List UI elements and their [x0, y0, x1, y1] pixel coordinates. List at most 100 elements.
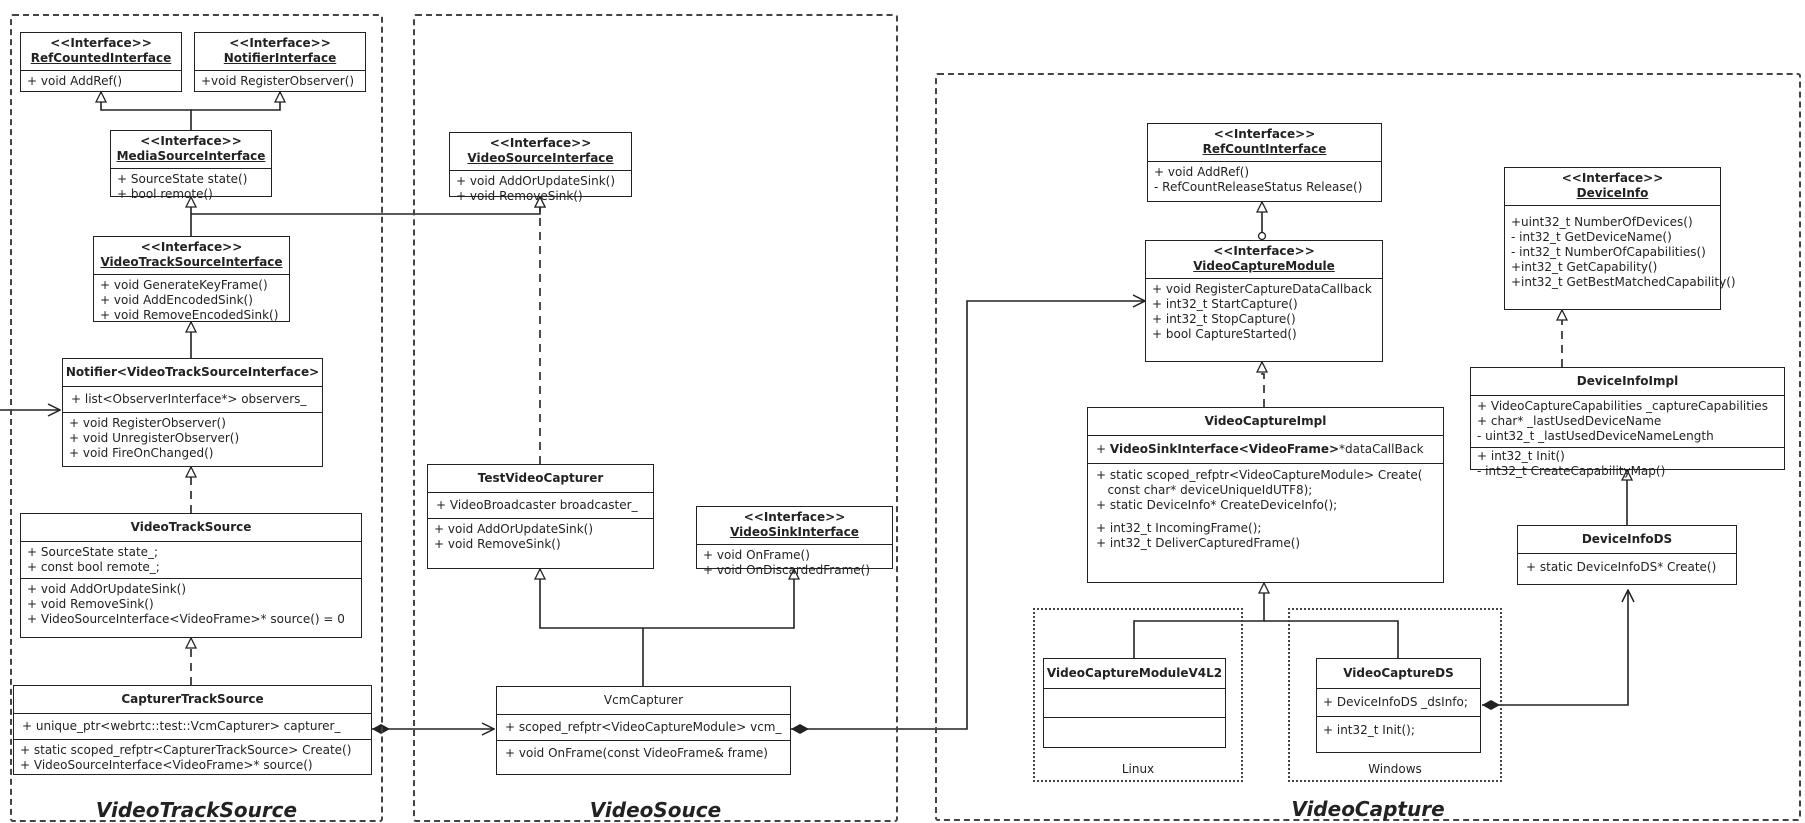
- class-name: DeviceInfoDS: [1581, 532, 1673, 546]
- method: + void AddRef(): [27, 74, 123, 88]
- class-media-source-interface: <<Interface>>MediaSourceInterface + Sour…: [110, 130, 272, 201]
- class-device-info-impl: DeviceInfoImpl + VideoCaptureCapabilitie…: [1470, 367, 1785, 478]
- method: + void RemoveSink(): [456, 189, 583, 203]
- stereotype: <<Interface>>: [229, 36, 331, 50]
- method: + bool CaptureStarted(): [1152, 327, 1297, 341]
- class-device-info-ds: DeviceInfoDS + static DeviceInfoDS* Crea…: [1517, 525, 1737, 585]
- method: +uint32_t NumberOfDevices(): [1511, 215, 1693, 229]
- stereotype: <<Interface>>: [489, 136, 592, 150]
- class-notifier-interface: <<Interface>>NotifierInterface +void Reg…: [194, 32, 366, 92]
- class-name: VideoCaptureImpl: [1204, 414, 1327, 428]
- method: + void UnregisterObserver(): [69, 431, 240, 445]
- stereotype: <<Interface>>: [1213, 244, 1315, 258]
- class-video-capture-module-v4l2: VideoCaptureModuleV4L2: [1043, 658, 1226, 748]
- method: + VideoSourceInterface<VideoFrame>* sour…: [20, 758, 313, 772]
- comp-ds-infods: [1482, 590, 1628, 705]
- class-vcm-capturer: VcmCapturer + scoped_refptr<VideoCapture…: [496, 686, 791, 775]
- class-refcount-interface: <<Interface>>RefCountInterface + void Ad…: [1147, 123, 1382, 202]
- subpackage-label: Linux: [1121, 762, 1155, 776]
- method: + int32_t Init(): [1477, 449, 1565, 463]
- package-video-capture: VideoCapture: [935, 73, 1801, 821]
- method: + bool remote(): [117, 187, 213, 201]
- stereotype: <<Interface>>: [140, 134, 242, 148]
- class-capturer-track-source: CapturerTrackSource + unique_ptr<webrtc:…: [13, 685, 372, 775]
- method: + int32_t StartCapture(): [1152, 297, 1298, 311]
- attribute: + VideoCaptureCapabilities _captureCapab…: [1477, 399, 1768, 413]
- class-video-capture-module: <<Interface>>VideoCaptureModule + void R…: [1145, 240, 1383, 362]
- empty-methods: [1044, 717, 1225, 746]
- method: + static DeviceInfoDS* Create(): [1526, 560, 1717, 574]
- method: - RefCountReleaseStatus Release(): [1154, 180, 1363, 194]
- method: - int32_t GetDeviceName(): [1511, 230, 1672, 244]
- subpackage-linux: Linux: [1033, 608, 1243, 782]
- package-title: VideoTrackSource: [95, 798, 298, 822]
- method: + VideoSourceInterface<VideoFrame>* sour…: [27, 612, 345, 626]
- class-name: DeviceInfo: [1576, 186, 1649, 200]
- class-name: VideoTrackSourceInterface: [100, 255, 283, 269]
- stereotype: <<Interface>>: [50, 36, 152, 50]
- attribute: + VideoBroadcaster broadcaster_: [436, 498, 638, 512]
- method: + void RemoveEncodedSink(): [100, 308, 279, 322]
- method: + void OnFrame(const VideoFrame& frame): [505, 746, 768, 760]
- method: + SourceState state(): [117, 172, 248, 186]
- method: + void AddOrUpdateSink(): [27, 582, 187, 596]
- gen-media-refcounted: [101, 92, 192, 130]
- subpackage-label: Windows: [1368, 762, 1422, 776]
- class-name: VideoTrackSource: [130, 520, 252, 534]
- attribute: + unique_ptr<webrtc::test::VcmCapturer> …: [22, 719, 341, 733]
- class-name: VideoCaptureModuleV4L2: [1046, 666, 1223, 680]
- package-video-source: VideoSouce: [413, 14, 898, 822]
- attribute-prefix: +: [1096, 442, 1110, 456]
- method: + void RegisterObserver(): [69, 416, 226, 430]
- class-name: NotifierInterface: [223, 51, 337, 65]
- method: - int32_t CreateCapabilityMap(): [1477, 464, 1666, 478]
- stereotype: <<Interface>>: [1213, 127, 1316, 141]
- method: + static DeviceInfo* CreateDeviceInfo();: [1096, 498, 1338, 512]
- class-name: VideoSinkInterface: [730, 525, 859, 539]
- package-title: VideoCapture: [1291, 797, 1445, 821]
- attribute: + const bool remote_;: [27, 560, 160, 574]
- attribute: + char* _lastUsedDeviceName: [1477, 414, 1662, 428]
- class-name: RefCountedInterface: [30, 51, 172, 65]
- class-video-capture-ds: VideoCaptureDS + DeviceInfoDS _dsInfo; +…: [1316, 658, 1481, 753]
- comp-vcm-module: [791, 301, 1145, 729]
- class-video-sink-interface: <<Interface>>VideoSinkInterface + void O…: [696, 506, 893, 577]
- class-name: MediaSourceInterface: [116, 149, 266, 163]
- class-name: Notifier<VideoTrackSourceInterface>: [65, 365, 320, 379]
- stereotype: <<Interface>>: [1561, 171, 1664, 185]
- class-name: TestVideoCapturer: [477, 471, 604, 485]
- method: + static scoped_refptr<CapturerTrackSour…: [20, 743, 352, 757]
- attribute-type: VideoSinkInterface<VideoFrame>: [1109, 442, 1340, 456]
- class-video-track-source-interface: <<Interface>>VideoTrackSourceInterface +…: [93, 236, 290, 322]
- stereotype: <<Interface>>: [140, 240, 243, 254]
- method: + void AddRef(): [1154, 165, 1250, 179]
- class-notifier-vts: Notifier<VideoTrackSourceInterface> + li…: [62, 358, 323, 467]
- gen-ds-impl: [1264, 620, 1399, 658]
- class-name: VcmCapturer: [603, 693, 684, 707]
- method: + void AddOrUpdateSink(): [456, 174, 616, 188]
- method: + void AddOrUpdateSink(): [434, 522, 594, 536]
- method: + void RemoveSink(): [27, 597, 154, 611]
- class-name: VideoCaptureModule: [1193, 259, 1335, 273]
- gen-media-notifier: [191, 92, 280, 111]
- class-name: CapturerTrackSource: [121, 692, 264, 706]
- method: const char* deviceUniqueIdUTF8);: [1096, 483, 1313, 497]
- attribute: - uint32_t _lastUsedDeviceNameLength: [1477, 429, 1714, 443]
- class-device-info: <<Interface>>DeviceInfo +uint32_t Number…: [1504, 167, 1736, 310]
- empty-attributes: [1044, 688, 1225, 717]
- package-video-track-source: VideoTrackSource: [10, 14, 383, 822]
- class-video-capture-impl: VideoCaptureImpl + VideoSinkInterface<Vi…: [1087, 407, 1444, 583]
- class-name: VideoCaptureDS: [1343, 666, 1454, 680]
- method: + void FireOnChanged(): [69, 446, 214, 460]
- method: + void OnDiscardedFrame(): [703, 563, 870, 577]
- method: - int32_t NumberOfCapabilities(): [1511, 245, 1706, 259]
- subpackage-windows: Windows: [1288, 608, 1502, 782]
- gen-vcm-tvc: [540, 569, 643, 629]
- attribute: + scoped_refptr<VideoCaptureModule> vcm_: [505, 720, 782, 734]
- real-impl-module: [1262, 362, 1264, 407]
- method: + void OnFrame(): [703, 548, 810, 562]
- method: + void GenerateKeyFrame(): [100, 278, 268, 292]
- method: + int32_t IncomingFrame();: [1096, 521, 1262, 535]
